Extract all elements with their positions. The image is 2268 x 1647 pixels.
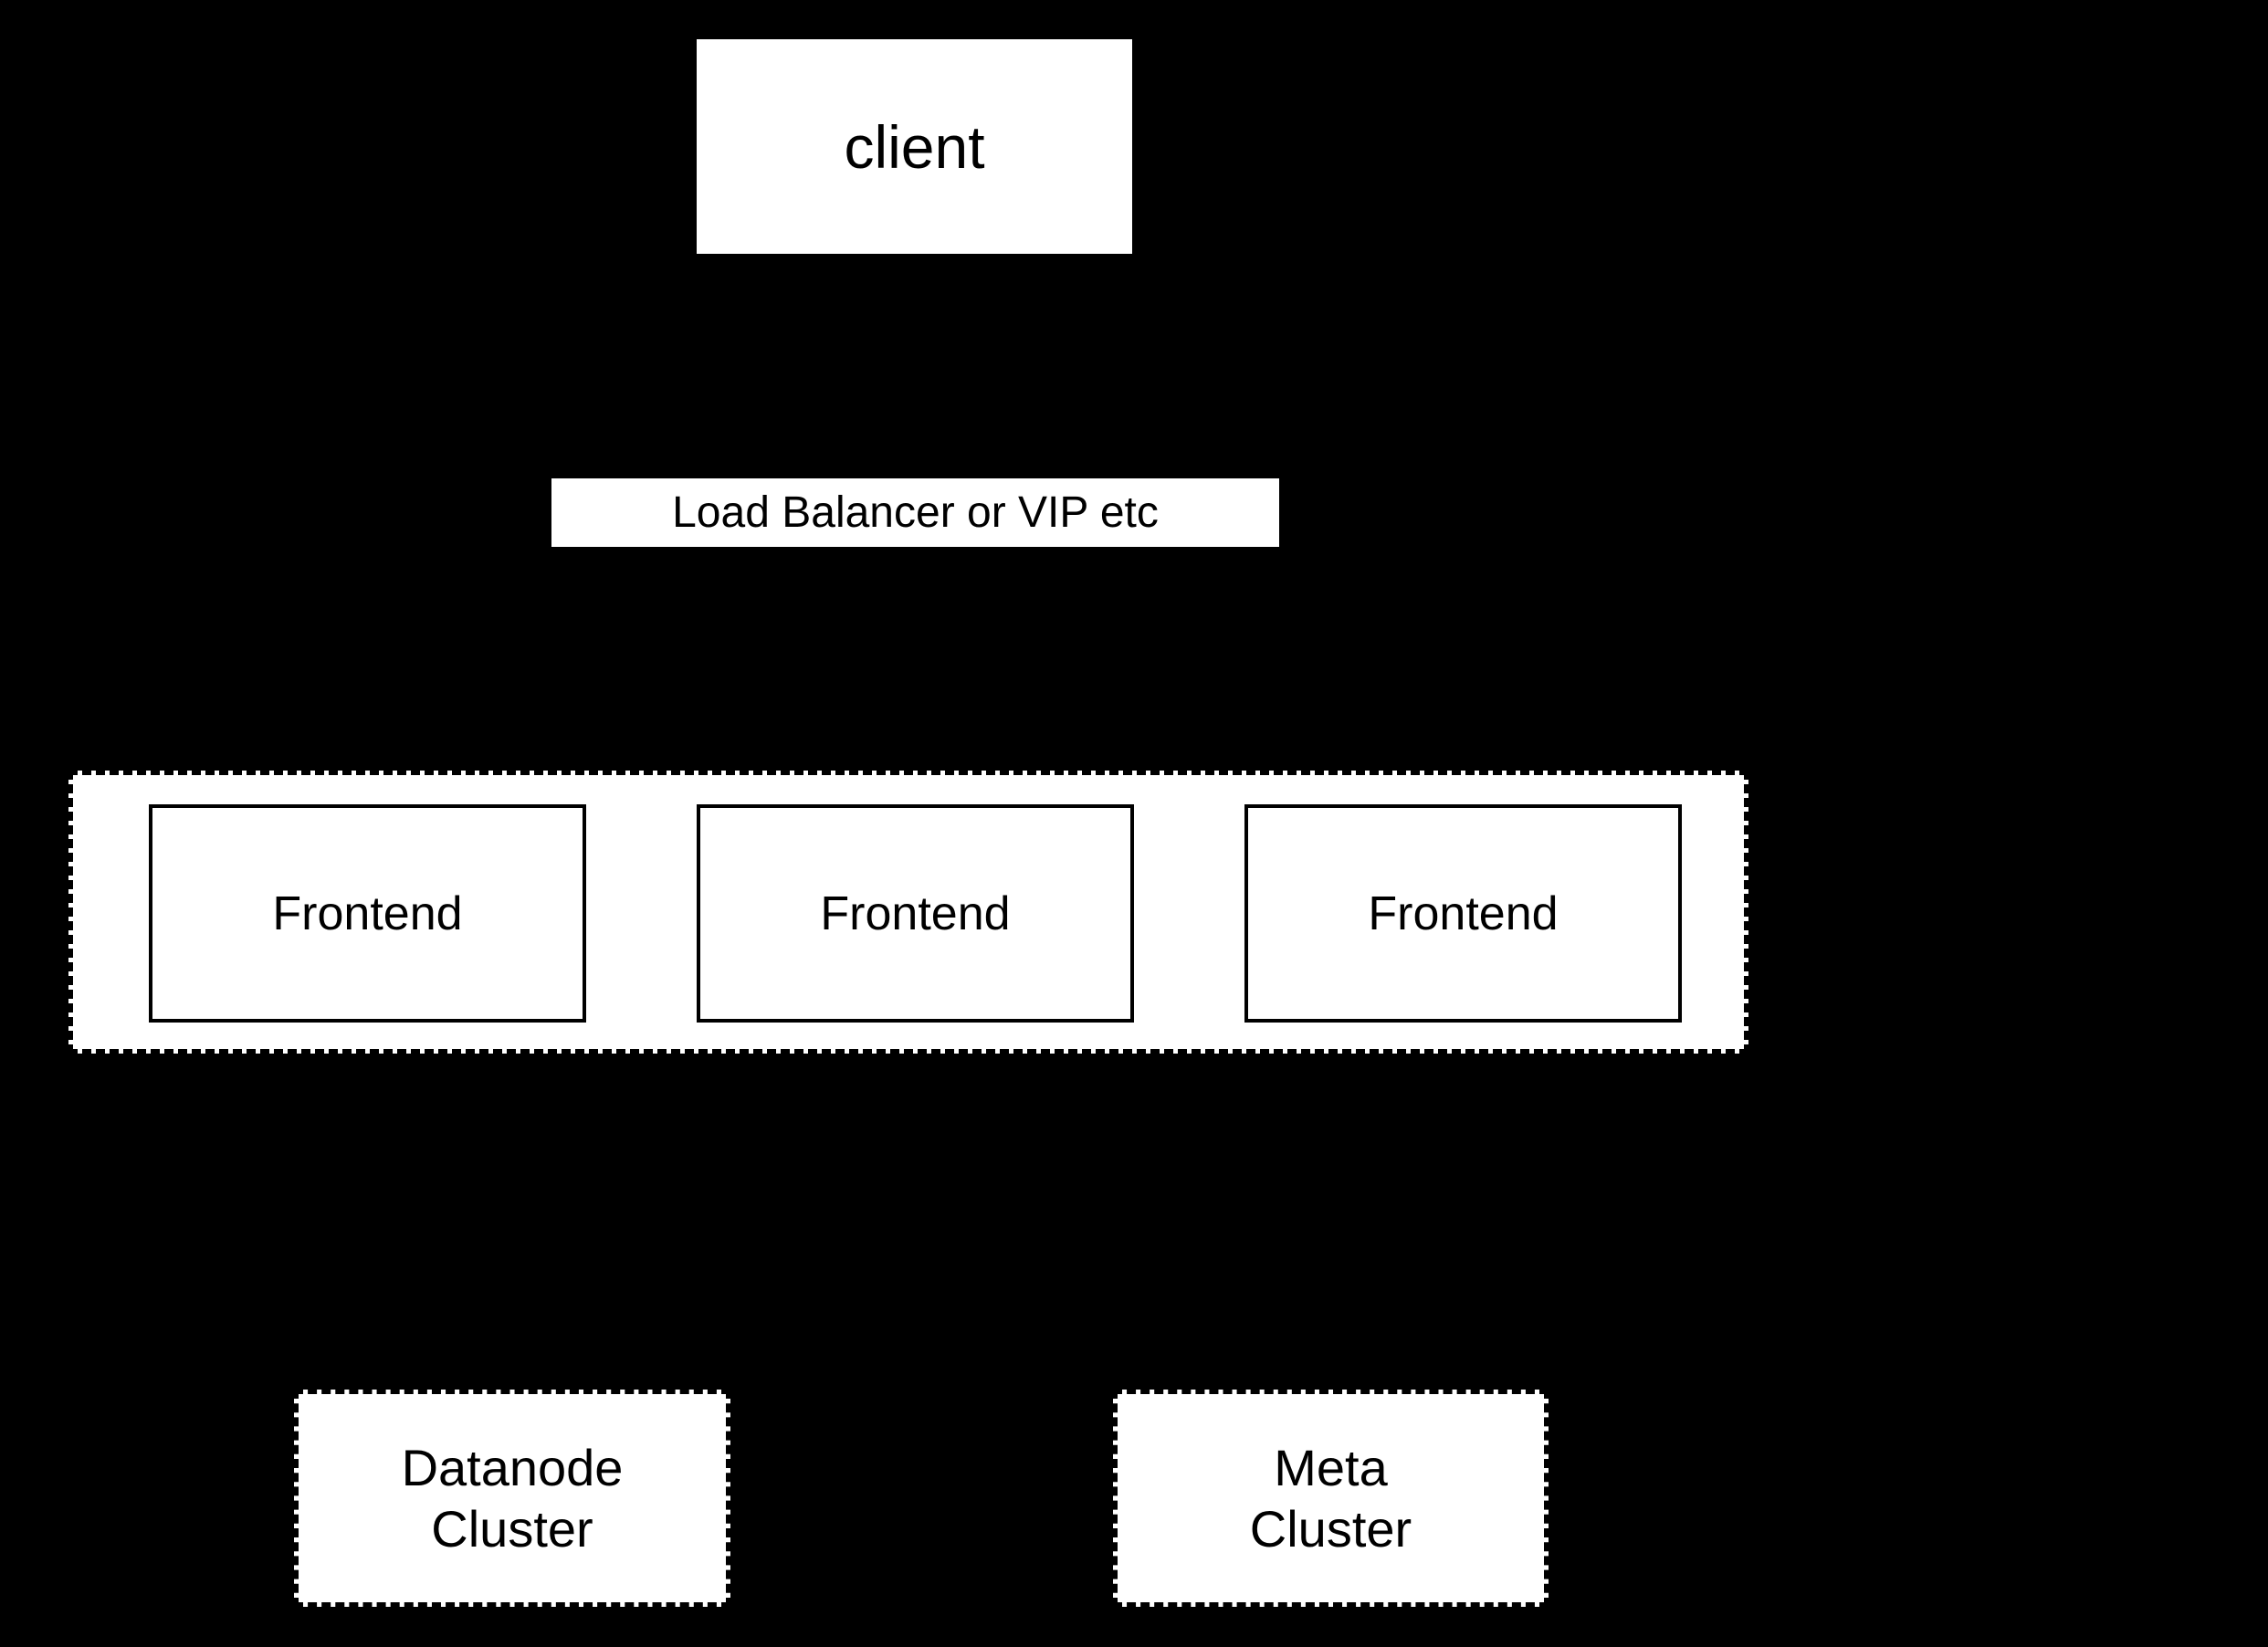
load-balancer-node: Load Balancer or VIP etc bbox=[551, 478, 1279, 547]
frontend-node-2-label: Frontend bbox=[820, 886, 1011, 940]
frontend-node-3: Frontend bbox=[1244, 804, 1682, 1023]
load-balancer-node-label: Load Balancer or VIP etc bbox=[672, 488, 1159, 537]
client-node: client bbox=[697, 39, 1132, 254]
datanode-cluster-node-label: Datanode Cluster bbox=[401, 1438, 624, 1558]
meta-cluster-node: Meta Cluster bbox=[1113, 1390, 1549, 1607]
frontend-node-3-label: Frontend bbox=[1368, 886, 1559, 940]
frontend-node-1-label: Frontend bbox=[272, 886, 463, 940]
meta-cluster-node-label: Meta Cluster bbox=[1249, 1438, 1412, 1558]
frontend-node-1: Frontend bbox=[149, 804, 586, 1023]
frontend-node-2: Frontend bbox=[697, 804, 1134, 1023]
client-node-label: client bbox=[844, 112, 985, 181]
datanode-cluster-node: Datanode Cluster bbox=[294, 1390, 730, 1607]
